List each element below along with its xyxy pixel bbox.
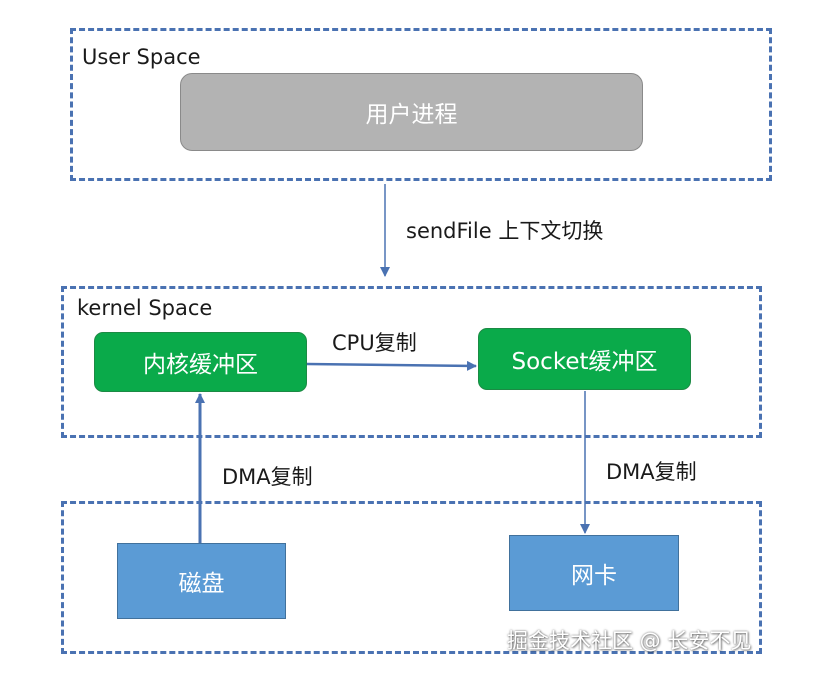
kernel-space-label: kernel Space [77, 296, 213, 320]
hardware-region [61, 501, 762, 654]
disk-node: 磁盘 [117, 543, 286, 619]
kernel-buffer-node: 内核缓冲区 [94, 332, 307, 392]
socket-buffer-node: Socket缓冲区 [478, 328, 691, 390]
user-process-node: 用户进程 [180, 73, 643, 151]
cpu-copy-label: CPU复制 [332, 331, 417, 355]
nic-node: 网卡 [509, 535, 679, 611]
user-space-region [70, 28, 772, 181]
dma-copy-in-label: DMA复制 [222, 465, 313, 489]
sendfile-switch-label: sendFile 上下文切换 [406, 219, 604, 243]
kernel-space-region [61, 286, 762, 438]
cpu-copy-arrow [306, 360, 477, 371]
watermark: 掘金技术社区 @ 长安不见 [507, 629, 752, 653]
dma-copy-out-label: DMA复制 [606, 460, 697, 484]
user-space-label: User Space [82, 45, 201, 69]
